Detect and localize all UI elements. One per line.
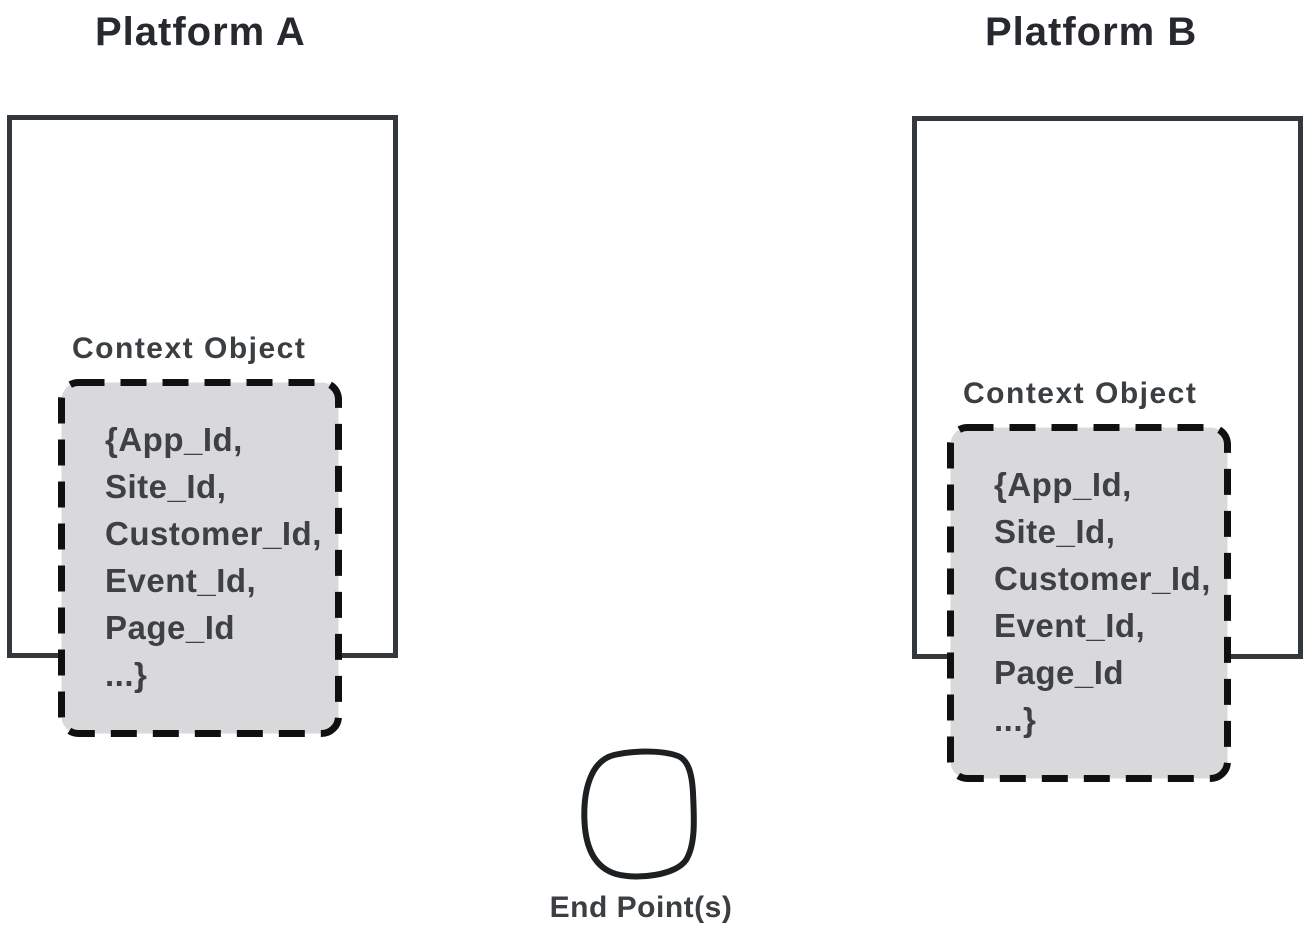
- platform-b-context-object: {App_Id, Site_Id, Customer_Id, Event_Id,…: [946, 423, 1232, 783]
- platform-a-context-object: {App_Id, Site_Id, Customer_Id, Event_Id,…: [57, 378, 343, 738]
- context-line: Customer_Id,: [105, 515, 322, 552]
- dashed-border-box-icon: [58, 379, 342, 737]
- platform-a-title: Platform A: [95, 10, 306, 54]
- context-line: Site_Id,: [994, 513, 1116, 550]
- context-line: Page_Id: [105, 609, 236, 646]
- context-line: {App_Id,: [105, 421, 243, 458]
- endpoint-shape-icon: [581, 748, 697, 880]
- context-line: ...}: [105, 656, 148, 693]
- context-object-fields: {App_Id, Site_Id, Customer_Id, Event_Id,…: [994, 461, 1211, 743]
- context-object-fields: {App_Id, Site_Id, Customer_Id, Event_Id,…: [105, 416, 322, 698]
- context-line: Site_Id,: [105, 468, 227, 505]
- context-line: Customer_Id,: [994, 560, 1211, 597]
- context-line: Event_Id,: [994, 607, 1146, 644]
- context-line: ...}: [994, 701, 1037, 738]
- dashed-border-box-icon: [947, 424, 1231, 782]
- platform-b-title: Platform B: [985, 10, 1198, 54]
- context-line: Page_Id: [994, 654, 1125, 691]
- endpoint-label: End Point(s): [549, 891, 733, 924]
- context-line: Event_Id,: [105, 562, 257, 599]
- platform-b-context-label: Context Object: [963, 377, 1198, 410]
- platform-a-context-label: Context Object: [72, 332, 307, 365]
- context-line: {App_Id,: [994, 466, 1132, 503]
